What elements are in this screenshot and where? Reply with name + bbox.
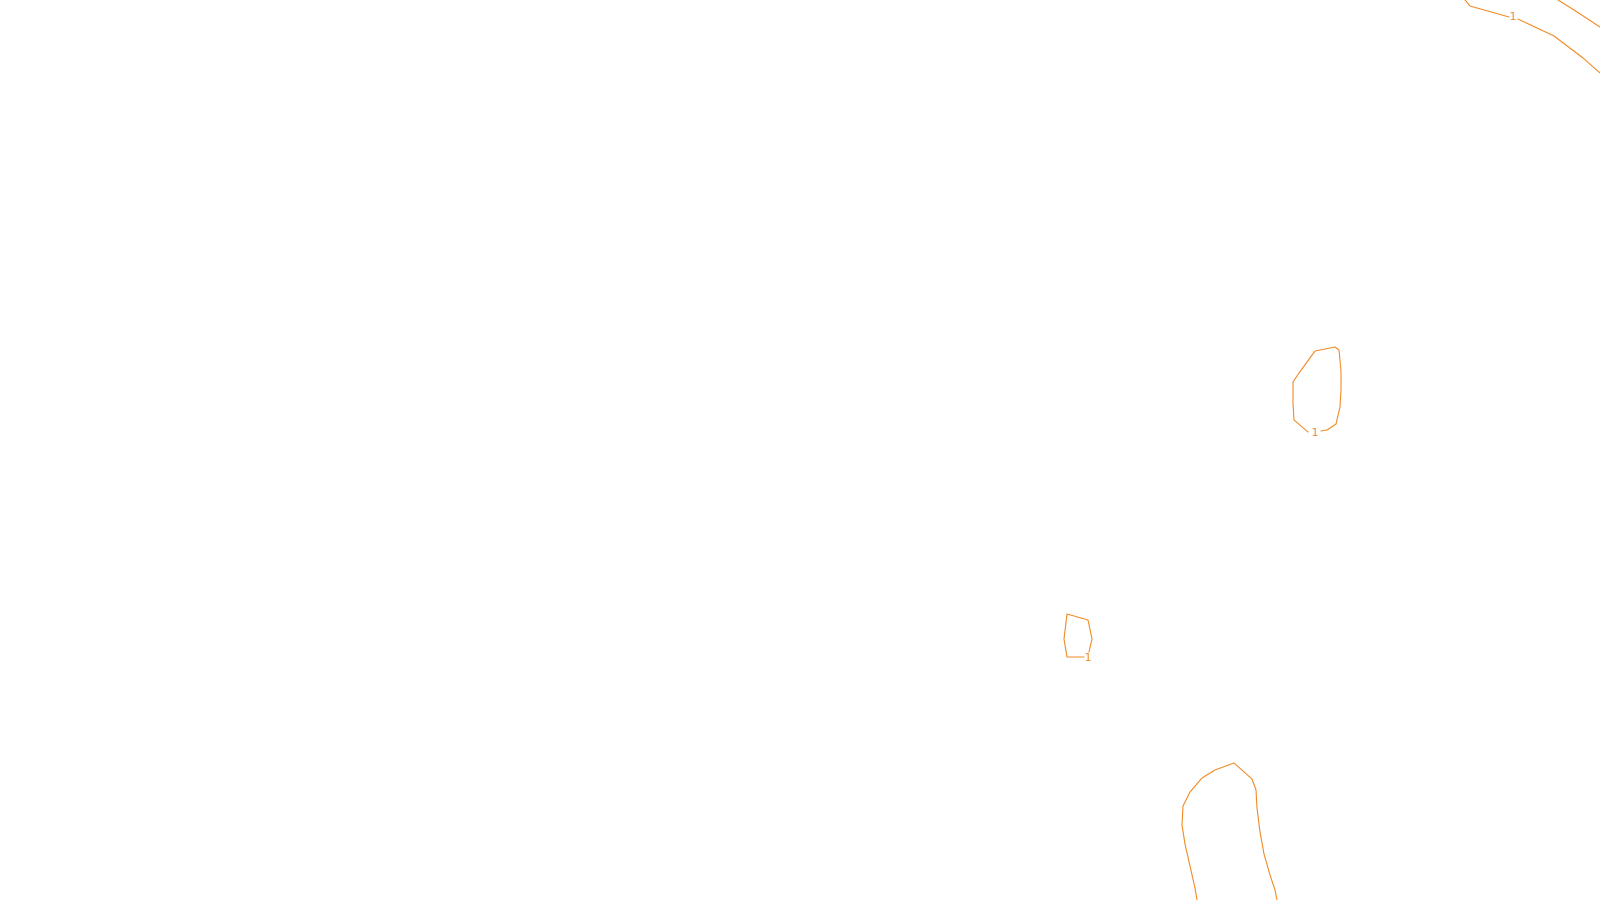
contour-label-mid-right-blob: 1: [1312, 426, 1319, 439]
contour-label-small-blob: 1: [1085, 651, 1092, 664]
contour-line-mid-right-blob: [1292, 346, 1342, 433]
contour-line-top-right-outer: [1557, 0, 1600, 28]
contour-line-small-blob: [1063, 613, 1093, 658]
contour-line-bottom-lobe: [1181, 762, 1278, 900]
contour-line-top-right-inner: [1464, 0, 1600, 74]
contour-label-top-right: 1: [1510, 10, 1517, 23]
